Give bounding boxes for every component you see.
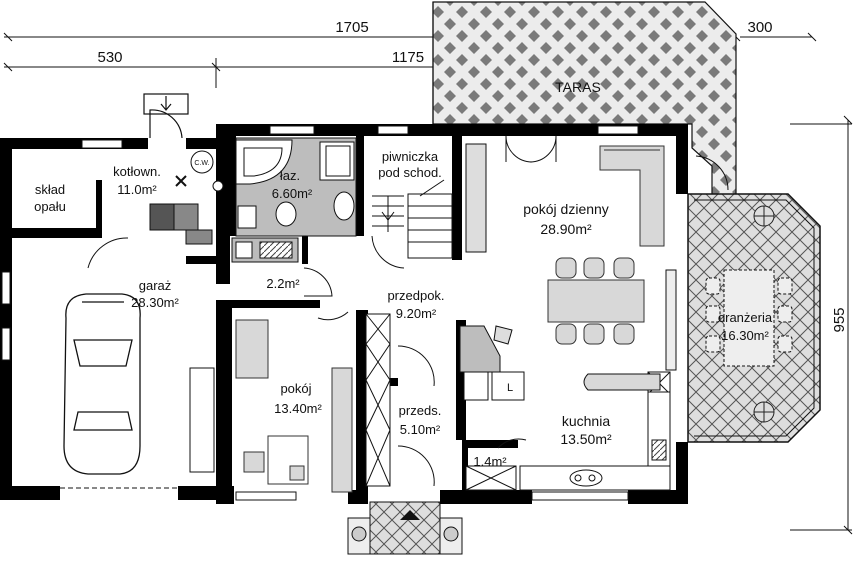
bedroom-furniture xyxy=(235,319,353,493)
entrance-porch xyxy=(347,501,463,555)
dim-terrace-extension: 300 xyxy=(747,19,772,36)
boiler-room-entrance xyxy=(143,93,189,139)
doors xyxy=(87,135,729,487)
room-area-przedsionek: 5.10m² xyxy=(400,422,441,437)
walls xyxy=(0,124,688,504)
room-label-pokoj: pokój xyxy=(280,381,311,396)
room-area-garaz: 28.30m² xyxy=(131,295,179,310)
room-area-pokoj: 13.40m² xyxy=(274,401,322,416)
boiler-label: C.W. xyxy=(194,160,209,167)
room-label-kuchnia: kuchnia xyxy=(562,413,610,429)
garage-shelf xyxy=(189,367,215,473)
room-label-przedpokoj: przedpok. xyxy=(387,288,444,303)
room-label-sklad-line1: skład xyxy=(35,182,65,197)
hall-wardrobes xyxy=(365,313,391,487)
room-area-oranzeria: 16.30m² xyxy=(721,328,769,343)
room-label-piwniczka-line1: piwniczka xyxy=(382,149,439,164)
room-area-spizarnia: 1.4m² xyxy=(473,454,507,469)
staircase xyxy=(372,143,487,259)
car-icon xyxy=(63,293,141,475)
kitchen-fixtures xyxy=(459,325,671,491)
room-label-garaz: garaż xyxy=(139,278,172,293)
room-area-przedpokoj: 9.20m² xyxy=(396,306,437,321)
bathroom-fixtures xyxy=(235,137,357,237)
room-area-pokoj-dzienny: 28.90m² xyxy=(540,221,592,237)
room-label-lazienka: łaz. xyxy=(280,168,300,183)
room-label-taras: TARAS xyxy=(555,79,601,95)
dim-left-part: 530 xyxy=(97,49,122,66)
room-area-lazienka: 6.60m² xyxy=(272,186,313,201)
room-area-wc: 2.2m² xyxy=(266,276,300,291)
plant-icon xyxy=(753,205,775,423)
dim-depth: 955 xyxy=(831,307,848,332)
room-label-oranzeria: oranżeria xyxy=(718,310,773,325)
room-label-przedsionek: przeds. xyxy=(399,403,442,418)
boiler-fixtures xyxy=(149,150,299,263)
room-label-piwniczka-line2: pod schod. xyxy=(378,165,442,180)
room-label-pokoj-dzienny: pokój dzienny xyxy=(523,201,609,217)
dim-total-width: 1705 xyxy=(335,19,368,36)
room-area-kotlownia: 11.0m² xyxy=(117,182,157,197)
room-area-kuchnia: 13.50m² xyxy=(560,431,612,447)
living-room-furniture xyxy=(547,145,665,345)
fridge-label: L xyxy=(507,382,513,394)
conservatory-dining-set xyxy=(705,269,793,367)
room-label-kotlownia: kotłown. xyxy=(113,164,161,179)
room-label-sklad-line2: opału xyxy=(34,199,66,214)
windows xyxy=(1,125,677,501)
dim-right-part: 1175 xyxy=(392,49,424,66)
